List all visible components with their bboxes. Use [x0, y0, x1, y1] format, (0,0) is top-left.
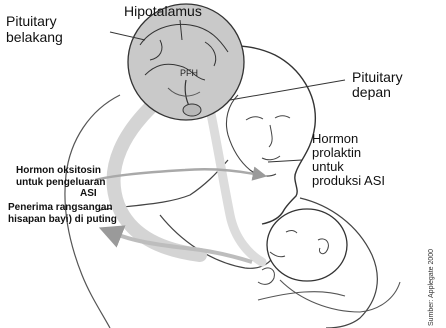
label-receptor-1: Penerima rangsangan: [8, 203, 112, 213]
mother-eye: [246, 117, 263, 120]
leader-line: [230, 80, 345, 100]
label-receptor-2: hisapan bayi) di puting: [8, 215, 117, 225]
baby-head: [267, 209, 347, 281]
label-pituitary-back-1: Pituitary: [6, 14, 57, 28]
pituitary-gland: [183, 104, 201, 116]
mother-eye: [275, 116, 290, 118]
label-pituitary-front-1: Pituitary: [352, 70, 403, 84]
label-oxytocin-1: Hormon oksitosin: [16, 166, 101, 176]
baby-hand: [258, 268, 274, 284]
label-pituitary-back-2: belakang: [6, 30, 63, 44]
mother-mouth: [262, 156, 280, 160]
baby-body: [280, 280, 400, 312]
label-pituitary-front-2: depan: [352, 85, 391, 99]
leader-line: [268, 160, 302, 162]
source-credit: Sumber: Applegate 2000: [428, 249, 435, 326]
label-prolactin-1: Hormon: [312, 132, 358, 145]
label-prolactin-3: untuk: [312, 160, 344, 173]
brain-circle: [128, 4, 244, 120]
label-prolactin-2: prolaktin: [312, 146, 361, 159]
label-oxytocin-3: ASI: [80, 189, 97, 199]
mother-face: [226, 95, 276, 176]
mother-nose: [269, 125, 272, 147]
label-pfh: PFH: [180, 69, 198, 78]
label-prolactin-4: produksi ASI: [312, 174, 385, 187]
label-oxytocin-2: untuk pengeluaran: [16, 178, 105, 188]
label-hypothalamus: Hipotalamus: [124, 4, 202, 18]
